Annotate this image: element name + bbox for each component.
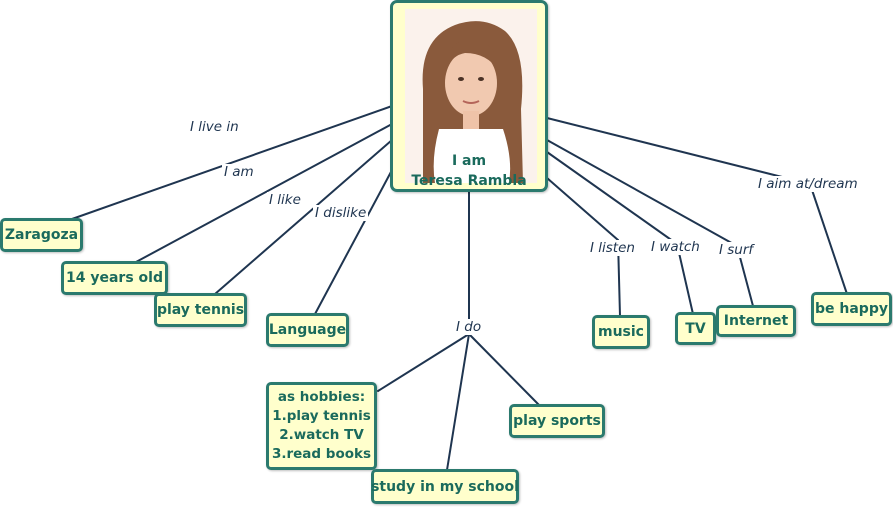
node-zaragoza[interactable]: Zaragoza <box>0 218 83 252</box>
central-line-1: I am <box>393 151 545 171</box>
node-language[interactable]: Language <box>266 313 349 347</box>
central-title: I am Teresa Rambla <box>393 151 545 191</box>
node-play-sports[interactable]: play sports <box>509 404 605 438</box>
central-line-2: Teresa Rambla <box>393 171 545 191</box>
link-label-watch: I watch <box>649 239 702 255</box>
node-hobbies[interactable]: as hobbies: 1.play tennis 2.watch TV 3.r… <box>266 382 377 470</box>
node-music[interactable]: music <box>592 315 650 349</box>
link-label-aim: I aim at/dream <box>756 176 860 192</box>
node-tv[interactable]: TV <box>675 312 716 345</box>
hobbies-item-2: 2.watch TV <box>279 426 364 445</box>
central-node[interactable]: I am Teresa Rambla <box>390 0 548 192</box>
link-label-like: I like <box>267 192 303 208</box>
node-study-school[interactable]: study in my school <box>371 469 519 504</box>
hobbies-item-1: 1.play tennis <box>272 407 371 426</box>
hobbies-item-3: 3.read books <box>272 445 371 464</box>
node-internet[interactable]: Internet <box>716 305 796 337</box>
link-label-listen: I listen <box>588 240 637 256</box>
link-label-dislike: I dislike <box>313 205 368 221</box>
link-label-live-in: I live in <box>188 119 241 135</box>
node-play-tennis[interactable]: play tennis <box>154 293 247 327</box>
node-be-happy[interactable]: be happy <box>811 292 892 326</box>
link-label-am: I am <box>222 164 256 180</box>
link-label-surf: I surf <box>717 242 755 258</box>
node-age[interactable]: 14 years old <box>61 261 168 295</box>
link-label-do: I do <box>454 319 483 335</box>
hobbies-title: as hobbies: <box>278 388 365 407</box>
